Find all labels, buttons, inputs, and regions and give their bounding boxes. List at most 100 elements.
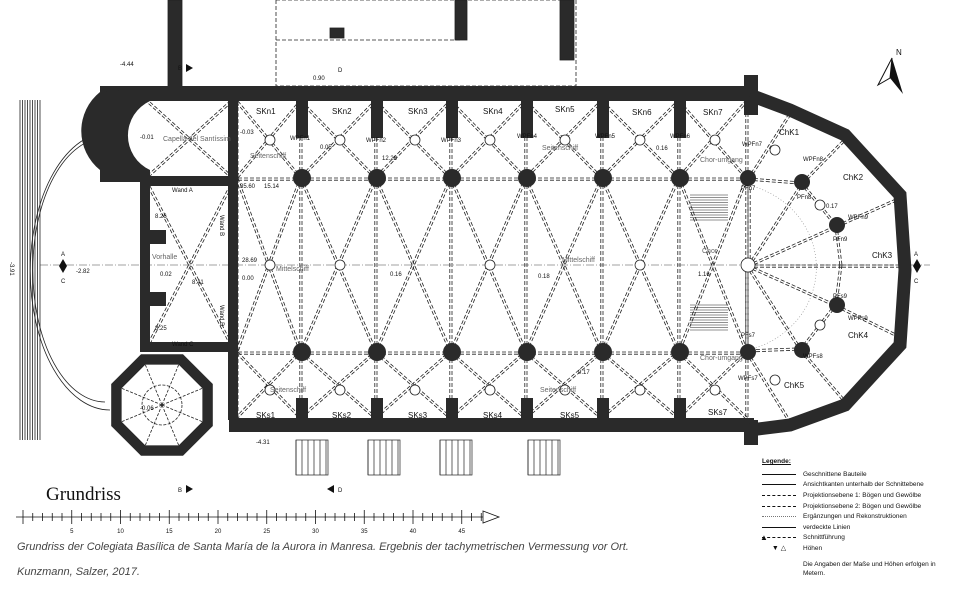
scale-tick-label: 45: [458, 529, 465, 535]
vault-rib: [526, 177, 604, 353]
pier: [518, 343, 536, 361]
vault-rib: [147, 184, 231, 344]
chapel-label: ChK2: [843, 173, 864, 182]
piers: [264, 134, 845, 396]
legend-label: Ergänzungen und Rekonstruktionen: [803, 513, 907, 521]
legend-label: Höhen: [803, 544, 823, 552]
pier: [443, 343, 461, 361]
elevation: 28.69: [242, 258, 258, 264]
section-label: D: [338, 488, 343, 494]
vault-rib: [524, 178, 602, 354]
keystone: [634, 259, 646, 271]
vault-rib: [835, 306, 898, 338]
room-label: Seitenschiff: [270, 387, 306, 394]
legend-label: Schnittführung: [803, 534, 845, 542]
vault-rib: [747, 177, 803, 183]
reconstruction-line: [747, 184, 817, 351]
section-label: B: [178, 488, 182, 494]
legend-label: verdeckte Linien: [803, 523, 851, 531]
keystone: [409, 134, 421, 146]
pier-label: WPFn4: [517, 134, 538, 140]
pier: [293, 343, 311, 361]
legend-note: Die Angaben der Maße und Höhen erfolgen …: [803, 560, 936, 577]
chapel-label: SKs2: [332, 411, 352, 420]
elevation: 12.28: [382, 156, 398, 162]
chapel-label: SKn2: [332, 107, 352, 116]
vault-rib: [300, 350, 376, 417]
stair-flight: [367, 439, 401, 476]
vault-rib: [144, 404, 163, 446]
vault-rib: [800, 351, 844, 402]
vault-rib: [144, 364, 163, 406]
vault-rib: [451, 177, 528, 353]
vault-rib: [301, 177, 378, 353]
elevation: 0.00: [242, 276, 254, 282]
chapel-label: ChK4: [848, 331, 869, 340]
vault-rib: [745, 352, 789, 422]
elevation: 8.41: [192, 280, 204, 286]
chapel-label: SKs7: [708, 408, 728, 417]
wall-label: Wand A: [172, 188, 193, 194]
room-label: Chor-umgang: [700, 355, 743, 362]
vault-rib: [749, 182, 805, 267]
vault-rib: [747, 347, 802, 351]
scale-tick-label: 10: [117, 529, 124, 535]
chapel-label: SKn1: [256, 107, 276, 116]
pier: [293, 169, 311, 187]
vault-rib: [449, 178, 526, 354]
legend-label: Projektionsebene 1: Bögen und Gewölbe: [803, 491, 922, 499]
vault-rib: [678, 353, 747, 420]
keystone: [709, 384, 721, 396]
pier: [594, 169, 612, 187]
vault-rib: [451, 177, 528, 353]
vault-rib: [374, 176, 451, 352]
stair-flight: [295, 439, 329, 476]
elevation: 0.16: [656, 146, 668, 152]
scale-tick-label: 35: [361, 529, 368, 535]
vault-rib: [376, 177, 453, 353]
pier-label: PFn9: [833, 237, 848, 243]
scale-tick-label: 20: [215, 529, 222, 535]
vault-rib: [747, 264, 803, 351]
elevation: 1.16: [698, 272, 710, 278]
chapel-label: ChK5: [784, 381, 805, 390]
pier-label: WPFn5: [595, 134, 616, 140]
chapel-label: ChK1: [779, 128, 800, 137]
pier: [518, 169, 536, 187]
legend-item: Ergänzungen und Rekonstruktionen: [762, 511, 952, 522]
elevation: 35.60: [240, 184, 256, 190]
chapel-label: SKn5: [555, 105, 575, 114]
keystone: [334, 134, 346, 146]
elevation: 0.16: [390, 272, 402, 278]
vault-rib: [747, 179, 802, 185]
pier: [740, 344, 756, 360]
vault-rib: [747, 224, 838, 266]
pier: [443, 169, 461, 187]
stair-flight: [439, 439, 473, 476]
keystone: [264, 259, 276, 271]
elevation: 0.17: [578, 370, 590, 376]
vault-rib: [602, 177, 681, 353]
elevation: -4.44: [120, 62, 134, 68]
vault-rib: [376, 177, 453, 353]
pier: [368, 169, 386, 187]
vault-rib: [524, 176, 602, 352]
vault-rib: [837, 199, 900, 228]
room-label: Chor-umgang: [700, 157, 743, 164]
vault-rib: [121, 387, 163, 406]
chapel-label: SKn4: [483, 107, 503, 116]
vault-rib: [147, 186, 231, 346]
south-stairs: [295, 439, 561, 476]
vault-rib: [801, 304, 838, 351]
vault-rib: [747, 264, 838, 306]
section-label: B: [178, 66, 182, 72]
vault-rib: [121, 404, 163, 423]
keystone: [634, 384, 646, 396]
pier: [671, 169, 689, 187]
vault-rib: [801, 137, 846, 183]
elevation: 0.90: [313, 76, 325, 82]
keystone: [334, 384, 346, 396]
elevation-marks: -4.44 0.90 -0.03 0.05 12.28 35.60 15.14 …: [8, 62, 838, 446]
vault-rib: [679, 351, 749, 419]
